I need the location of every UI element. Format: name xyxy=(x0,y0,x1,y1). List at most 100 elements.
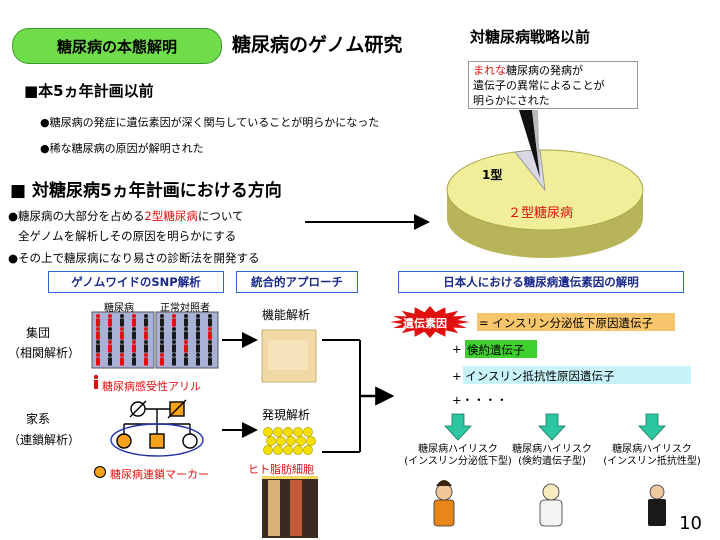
page-number: 10 xyxy=(679,513,702,534)
person-body xyxy=(184,331,188,340)
person-body xyxy=(96,357,100,366)
risk-arrow-2 xyxy=(538,413,566,441)
person-figure-3 xyxy=(648,484,666,526)
gene2-highlight xyxy=(465,340,537,358)
person-head xyxy=(108,340,112,344)
person-body xyxy=(160,344,164,353)
genetic-factor-burst xyxy=(390,306,470,338)
person-body xyxy=(208,344,212,353)
person-body xyxy=(96,344,100,353)
snp-analysis-header: ゲノムワイドのSNP解析 xyxy=(48,271,224,293)
linkage-marker-label: 糖尿病連鎖マーカー xyxy=(110,468,209,481)
risk-label-1: 糖尿病ハイリスク (インスリン分泌低下型) xyxy=(404,444,512,468)
pie-type1-label: 1型 xyxy=(482,168,503,182)
person-body xyxy=(196,331,200,340)
person-head xyxy=(120,340,124,344)
fat-cell xyxy=(276,436,286,446)
person-head xyxy=(160,314,164,318)
person-body xyxy=(96,318,100,327)
person-body xyxy=(108,357,112,366)
gene4-text: +・・・・ xyxy=(452,393,508,407)
person-head xyxy=(132,340,136,344)
gene2-plus: + xyxy=(452,342,462,356)
person-head xyxy=(108,314,112,318)
person-head xyxy=(120,327,124,331)
person-head xyxy=(160,353,164,357)
person-head xyxy=(172,314,176,318)
section2-line3: ●その上で糖尿病になり易さの診断法を開発する xyxy=(8,251,260,265)
diabetes-pie-chart xyxy=(446,149,644,258)
risk-label-3: 糖尿病ハイリスク (インスリン抵抗性型) xyxy=(603,444,701,468)
person-body xyxy=(172,318,176,327)
note-line3: 明らかにされた xyxy=(473,94,550,107)
note-line1: 糖尿病の発病が xyxy=(506,64,583,77)
person-body xyxy=(120,318,124,327)
genetic-factor-label: 遺伝素因 xyxy=(403,317,447,330)
person-head xyxy=(96,314,100,318)
section2-line1: ●糖尿病の大部分を占める2型糖尿病について xyxy=(8,208,244,224)
person-body xyxy=(208,318,212,327)
fat-cell xyxy=(273,445,283,455)
person-head xyxy=(108,353,112,357)
person-head xyxy=(196,340,200,344)
population-label: 集団 xyxy=(26,326,51,340)
function-analysis-label: 機能解析 xyxy=(262,308,311,322)
section2-line1-pre: ●糖尿病の大部分を占める xyxy=(8,209,145,223)
fat-cell xyxy=(266,436,276,446)
risk-label-2: 糖尿病ハイリスク (倹約遺伝子型) xyxy=(512,444,592,468)
page-title: 糖尿病のゲノム研究 xyxy=(232,34,403,56)
population-people xyxy=(96,314,212,366)
allele-person-icon xyxy=(93,374,99,389)
population-sub-label: （相関解析） xyxy=(8,346,81,360)
family-label: 家系 xyxy=(26,412,51,426)
section1-bullet2: ●稀な糖尿病の原因が解明された xyxy=(40,142,204,155)
person-body xyxy=(120,344,124,353)
topic-pill: 糖尿病の本態解明 xyxy=(12,28,222,64)
person-body xyxy=(108,318,112,327)
person-body xyxy=(172,357,176,366)
person-body xyxy=(160,357,164,366)
person-body xyxy=(144,357,148,366)
risk3-line2: (インスリン抵抗性型) xyxy=(603,456,701,467)
risk2-line2: (倹約遺伝子型) xyxy=(518,456,586,467)
person-head xyxy=(184,327,188,331)
fat-cell-grid xyxy=(263,427,316,455)
person-head xyxy=(160,327,164,331)
fat-cell xyxy=(303,427,313,437)
person-body xyxy=(144,344,148,353)
section2-line1-post: について xyxy=(197,209,244,223)
note-red-word: まれな xyxy=(473,64,506,77)
person-head xyxy=(132,327,136,331)
person-body xyxy=(196,344,200,353)
person-body xyxy=(160,331,164,340)
person-figure-1 xyxy=(433,480,455,527)
person-body xyxy=(96,331,100,340)
person-head xyxy=(144,340,148,344)
family-sub-label: （連鎖解析） xyxy=(8,433,81,447)
person-body xyxy=(132,344,136,353)
person-body xyxy=(196,357,200,366)
person-head xyxy=(144,353,148,357)
person-body xyxy=(120,357,124,366)
risk-arrows xyxy=(444,413,666,441)
control-column-label: 正常対照者 xyxy=(160,303,210,314)
pedigree-highlight-ellipse xyxy=(110,423,204,457)
family-pedigree xyxy=(110,399,204,457)
pedigree-child2 xyxy=(149,433,165,449)
person-body xyxy=(208,331,212,340)
person-head xyxy=(184,314,188,318)
person-body xyxy=(120,331,124,340)
person-body xyxy=(144,318,148,327)
expression-analysis-label: 発現解析 xyxy=(262,408,311,422)
person-head xyxy=(132,353,136,357)
section2-heading: ■ 対糖尿病5ヵ年計画における方向 xyxy=(10,181,282,201)
risk1-line1: 糖尿病ハイリスク xyxy=(418,444,498,455)
person-head xyxy=(144,327,148,331)
person-body xyxy=(132,357,136,366)
person-body xyxy=(196,318,200,327)
gene1-text: = インスリン分泌低下原因遺伝子 xyxy=(479,316,654,330)
person-body xyxy=(132,331,136,340)
rare-diabetes-callout: まれな糖尿病の発病が 遺伝子の異常によることが 明らかにされた xyxy=(468,61,638,109)
gene3-highlight xyxy=(463,366,691,384)
